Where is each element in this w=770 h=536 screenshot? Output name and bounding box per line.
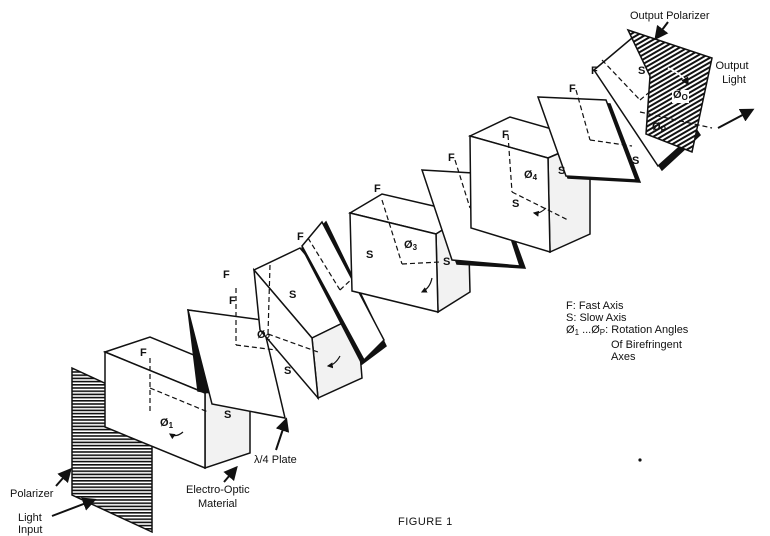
output-polarizer-label: Output Polarizer [630,10,710,22]
angle-arc-3 [420,277,433,293]
slow-axis-label-9: S [638,65,646,77]
slow-axis-label-8: S [632,155,640,167]
fast-axis-label-6: F [448,152,455,164]
angle-label-2: Ø2 [257,329,271,343]
fast-axis-7 [507,134,513,193]
polarizer-pointer [55,467,72,487]
fast-axis-label-8: F [569,83,576,95]
output-polarizer [626,28,713,154]
output-polarizer-pointer [654,21,669,41]
fast-axis-label-7: F [502,129,509,141]
angle-label-p: ØP [652,121,666,135]
fast-axis-9 [601,59,641,101]
angle-arc-2 [326,355,341,369]
slow-axis-label-7: S [558,165,566,177]
stray-dot [638,458,642,462]
quarter-wave-plate-2 [301,220,387,366]
slow-axis-1 [149,387,209,413]
angle-arc-o [667,67,689,86]
angle-label-o: ØO [672,89,689,103]
fast-axis-3 [267,264,271,335]
legend-rotation-line3: Axes [611,351,636,363]
fast-axis-4 [307,237,341,291]
fast-axis-5 [381,199,403,265]
light-input-label-1: Light [18,512,42,524]
fast-axis-label-4: F [297,231,304,243]
electro-optic-label-1: Electro-Optic [186,484,250,496]
angle-label-3: Ø3 [404,239,418,253]
output-light-arrow [717,108,755,129]
fast-axis-8 [575,89,591,141]
output-light-label-1: Output [715,60,749,72]
slow-axis-label-4: S [366,249,374,261]
legend-rotation-line2: Of Birefringent [611,339,682,351]
light-input-arrow [51,497,97,517]
fast-axis-6 [454,159,471,209]
quarter-wave-plate-1 [186,309,286,419]
angle-arc-4 [532,207,547,217]
slow-axis-label-6: S [512,198,520,210]
slow-axis-2 [235,344,293,353]
electro-optic-label-2: Material [198,498,238,510]
slow-axis-8 [589,139,633,147]
angle-label-4: Ø4 [524,169,538,183]
fast-axis-label-1: F [140,347,147,359]
fast-axis-label-3: F [223,269,230,281]
fast-axis-label-2: F [229,295,236,307]
quarter-wave-plate-label: λ/4 Plate [254,454,297,466]
figure-caption: FIGURE 1 [398,516,453,528]
angle-label-1: Ø1 [160,417,174,431]
angle-arc-1 [169,431,184,440]
quarter-wave-plate-4 [536,96,642,183]
slow-axis-label-2: S [284,365,292,377]
light-input-label-2: Input [18,524,43,536]
slow-axis-label-1: S [224,409,232,421]
electro-optic-pointer [223,465,238,483]
slow-axis-3 [267,333,319,353]
fast-axis-label-9: F [591,65,598,77]
legend-rotation-angles: Ø1 ...ØP: Rotation Angles [566,324,689,337]
optical-axis-output [639,111,713,129]
quarter-wave-plate-pointer [275,417,290,451]
legend-fast-axis: F: Fast Axis [566,300,624,312]
slow-axis-label-3: S [289,289,297,301]
fast-axis-label-5: F [374,183,381,195]
slow-axis-label-5: S [443,256,451,268]
slow-axis-5 [401,261,441,265]
polarizer-label: Polarizer [10,488,54,500]
slow-axis-7 [511,191,569,221]
legend-slow-axis: S: Slow Axis [566,312,627,324]
output-light-label-2: Light [722,74,746,86]
legend: F: Fast Axis S: Slow Axis Ø1 ...ØP: Rota… [566,300,688,363]
